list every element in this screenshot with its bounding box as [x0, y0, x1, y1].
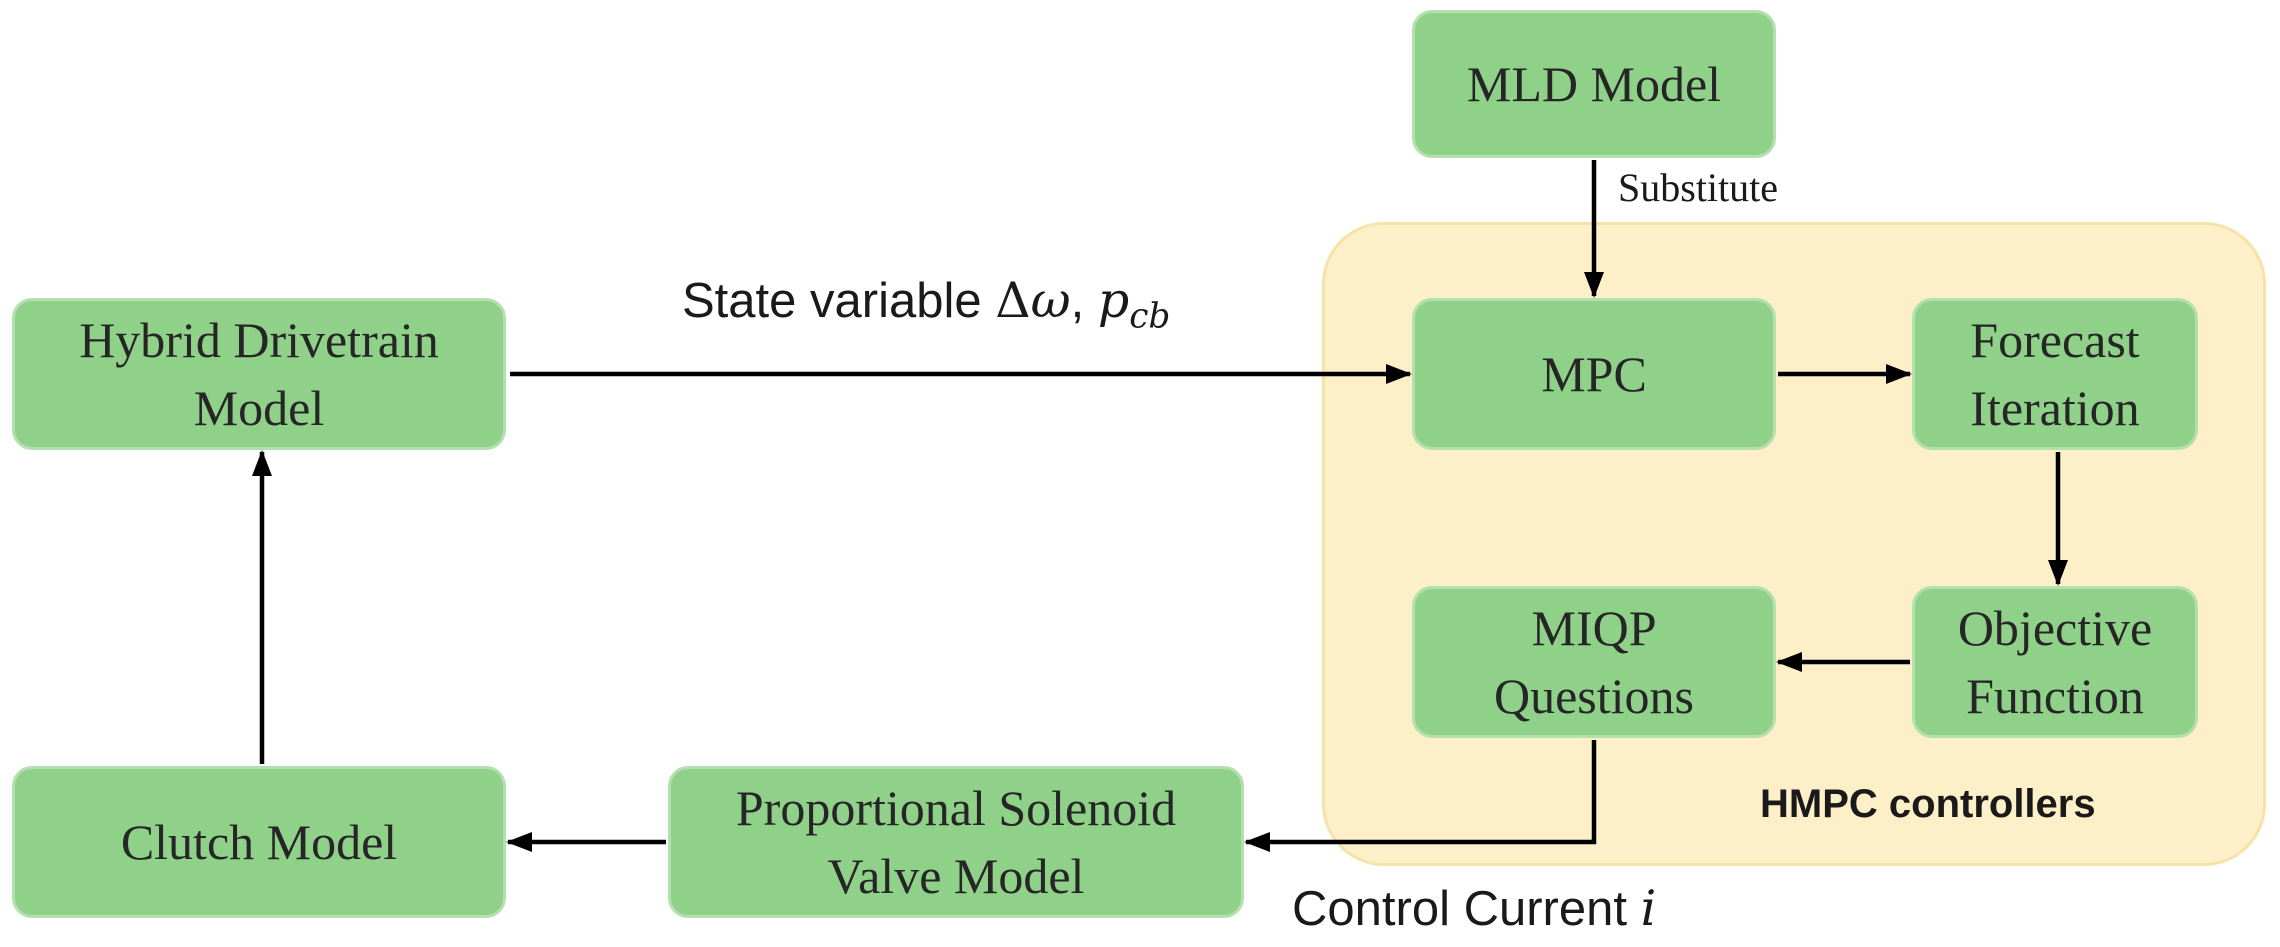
miqp-questions-label-line1: MIQP — [1531, 600, 1657, 656]
arrow-miqp-to-solenoid — [1244, 740, 1597, 852]
objective-function-label-line1: Objective — [1957, 600, 2153, 656]
miqp-questions-label-line2: Questions — [1494, 668, 1694, 724]
solenoid-valve-label-line2: Valve Model — [827, 848, 1085, 904]
control-current-prefix: Control Current — [1292, 882, 1641, 936]
substitute-label: Substitute — [1618, 165, 1779, 210]
current-symbol: i — [1640, 880, 1657, 937]
control-current-label: Control Current i — [1292, 880, 1656, 937]
omega-symbol: ω — [1030, 272, 1071, 329]
forecast-iteration-node: Forecast Iteration — [1912, 298, 2198, 450]
proportional-solenoid-valve-model-node: Proportional Solenoid Valve Model — [668, 766, 1244, 918]
mpc-label: MPC — [1541, 346, 1647, 402]
pressure-symbol: pcb — [1097, 272, 1171, 336]
hmpc-controllers-label: HMPC controllers — [1760, 782, 2096, 826]
delta-symbol: Δ — [995, 272, 1031, 329]
forecast-iteration-label-line2: Iteration — [1970, 380, 2140, 436]
forecast-iteration-label-line1: Forecast — [1970, 312, 2140, 368]
objective-function-node: Objective Function — [1912, 586, 2198, 738]
pressure-subscript: cb — [1129, 296, 1171, 337]
hybrid-drivetrain-model-node: Hybrid Drivetrain Model — [12, 298, 506, 450]
state-variable-prefix: State variable — [682, 274, 996, 328]
clutch-model-label: Clutch Model — [120, 814, 398, 870]
mld-model-node: MLD Model — [1412, 10, 1776, 158]
clutch-model-node: Clutch Model — [12, 766, 506, 918]
objective-function-label-line2: Function — [1966, 668, 2144, 724]
mld-model-label: MLD Model — [1466, 56, 1722, 112]
hybrid-drivetrain-label-line1: Hybrid Drivetrain — [79, 312, 439, 368]
state-variable-separator: , — [1070, 274, 1098, 328]
state-variable-label: State variable Δω, pcb — [682, 272, 1170, 336]
miqp-questions-node: MIQP Questions — [1412, 586, 1776, 738]
pressure-symbol-p: p — [1097, 272, 1130, 329]
solenoid-valve-label-line1: Proportional Solenoid — [735, 780, 1177, 836]
mpc-node: MPC — [1412, 298, 1776, 450]
hybrid-drivetrain-label-line2: Model — [193, 380, 325, 436]
